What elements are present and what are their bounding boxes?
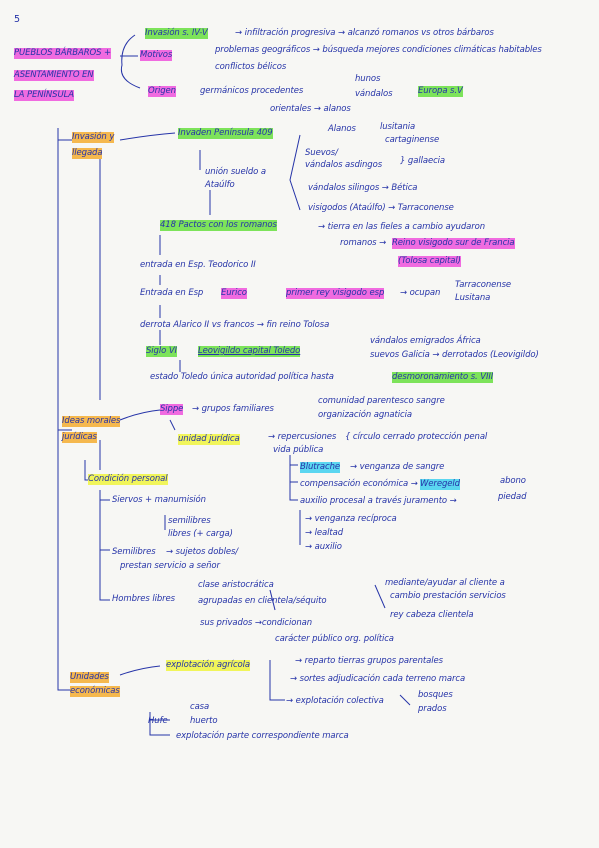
ataulfo-line-1: unión sueldo a <box>205 167 266 177</box>
compensacion: compensación económica → <box>300 479 418 489</box>
casa: casa <box>190 702 210 712</box>
explotacion-parte: explotación parte correspondiente marca <box>176 731 349 741</box>
ideas-label-1: Ideas morales <box>62 416 121 427</box>
tolosa-capital: (Tolosa capital) <box>398 256 461 267</box>
reparto-tierras: → reparto tierras grupos parentales <box>295 656 443 666</box>
lusitania: lusitania <box>380 122 416 132</box>
caracter-publico: carácter público org. política <box>275 634 394 644</box>
organizacion-agnaticia: organización agnaticia <box>318 410 412 420</box>
pactos-text: → tierra en las fieles a cambio ayudaron <box>318 222 486 232</box>
estado-toledo: estado Toledo única autoridad política h… <box>150 372 334 382</box>
derrota-alarico: derrota Alarico II vs francos → fin rein… <box>140 320 330 330</box>
semilibres-sub: semilibres <box>168 516 211 526</box>
venganza-reciproca: → venganza recíproca <box>305 514 397 524</box>
leovigildo-toledo: Leovigildo capital Toledo <box>198 346 301 357</box>
motivos-heading: Motivos <box>140 50 173 61</box>
explotacion-agricola: explotación agrícola <box>166 660 250 671</box>
eurico: Eurico <box>221 288 247 299</box>
siglo-vi: Siglo VI <box>146 346 177 357</box>
repercusiones-line-1: → repercusiones <box>268 432 337 442</box>
comunidad-parentesco: comunidad parentesco sangre <box>318 396 445 406</box>
motivos-line-1: problemas geográficos → búsqueda mejores… <box>215 45 542 55</box>
prestan-servicio: prestan servicio a señor <box>120 561 220 571</box>
llegada-label-1: Invasión y <box>72 132 115 143</box>
alanos: Alanos <box>328 124 356 134</box>
unidades-label-2: económicas <box>70 686 120 697</box>
primer-rey: primer rey visigodo esp <box>286 288 385 299</box>
libres-carga: libres (+ carga) <box>168 529 233 539</box>
romanos: romanos → <box>340 238 387 248</box>
sortes: → sortes adjudicación cada terreno marca <box>290 674 466 684</box>
visigodos: visigodos (Ataúlfo) → Tarraconense <box>308 203 454 213</box>
circulo-cerrado: { círculo cerrado protección penal <box>345 432 488 442</box>
ideas-label-2: jurídicas <box>62 432 97 443</box>
explotacion-colectiva: → explotación colectiva <box>286 696 384 706</box>
title-line-3: LA PENÍNSULA <box>14 90 74 101</box>
origen-europa: Europa s.V <box>418 86 463 97</box>
title-line-2: ASENTAMIENTO EN <box>14 70 94 81</box>
motivos-line-2: conflictos bélicos <box>215 62 287 72</box>
condicion-personal: Condición personal <box>88 474 168 485</box>
lealtad: → lealtad <box>305 528 344 538</box>
origen-line-2: orientales → alanos <box>270 104 351 114</box>
bosques: bosques <box>418 690 453 700</box>
suevos-galicia: suevos Galicia → derrotados (Leovigildo) <box>370 350 539 360</box>
agrupadas-clientela: agrupadas en clientela/séquito <box>198 596 327 606</box>
hombres-libres: Hombres libres <box>112 594 175 604</box>
cambio-servicios: cambio prestación servicios <box>390 591 506 601</box>
siervos: Siervos + manumisión <box>112 495 206 505</box>
vandalos-africa: vándalos emigrados África <box>370 336 481 346</box>
unidad-juridica: unidad jurídica <box>178 434 240 445</box>
invasion-heading: Invasión s. IV-V <box>145 28 208 39</box>
unidades-label-1: Unidades <box>70 672 109 683</box>
ocupan-lusitana: Lusitana <box>455 293 491 303</box>
invaden-heading: Invaden Península 409 <box>178 128 273 139</box>
prados: prados <box>418 704 447 714</box>
ataulfo-line-2: Ataúlfo <box>205 180 235 190</box>
llegada-label-2: llegada <box>72 148 103 159</box>
semilibres: Semilibres <box>112 547 156 557</box>
ocupan-tarraconense: Tarraconense <box>455 280 512 290</box>
reino-francia: Reino visigodo sur de Francia <box>392 238 515 249</box>
suevos-line-2: vándalos asdingos <box>305 160 383 170</box>
auxilio: → auxilio <box>305 542 342 552</box>
invasion-text: → infiltración progresiva → alcanzó roma… <box>235 28 494 38</box>
eurico-pre: Entrada en Esp <box>140 288 204 298</box>
sus-privados: sus privados →condicionan <box>200 618 313 628</box>
mediante-ayudar: mediante/ayudar al cliente a <box>385 578 505 588</box>
origen-line-1: germánicos procedentes <box>200 86 304 96</box>
piedad: piedad <box>498 492 527 502</box>
ocupan: → ocupan <box>400 288 441 298</box>
origen-heading: Origen <box>148 86 176 97</box>
clase-aristocratica: clase aristocrática <box>198 580 274 590</box>
origen-hunos: hunos <box>355 74 381 84</box>
teodorico: entrada en Esp. Teodorico II <box>140 260 256 270</box>
abono: abono <box>500 476 526 486</box>
blutrache-text: → venganza de sangre <box>350 462 445 472</box>
sippe: Sippe <box>160 404 184 415</box>
gallaecia: } gallaecia <box>400 156 446 166</box>
title-line-1: PUEBLOS BÁRBAROS + <box>14 48 112 59</box>
suevos-line-1: Suevos/ <box>305 148 338 158</box>
pactos-heading: 418 Pactos con los romanos <box>160 220 277 231</box>
huerto: huerto <box>190 716 218 726</box>
hufe: Hufe <box>148 716 168 726</box>
silingos: vándalos silingos → Bética <box>308 183 418 193</box>
sujetos-dobles: → sujetos dobles/ <box>166 547 239 557</box>
weregeld: Weregeld <box>420 479 460 490</box>
rey-clientela: rey cabeza clientela <box>390 610 474 620</box>
repercusiones-line-2: vida pública <box>273 445 324 455</box>
blutrache: Blutrache <box>300 462 341 473</box>
desmoronamiento: desmoronamiento s. VIII <box>392 372 494 383</box>
page-number: 5 <box>14 14 20 25</box>
cartaginense: cartaginense <box>385 135 440 145</box>
juramento: auxilio procesal a través juramento → <box>300 496 457 506</box>
sippe-text: → grupos familiares <box>192 404 274 414</box>
origen-vandalos: vándalos <box>355 89 393 99</box>
